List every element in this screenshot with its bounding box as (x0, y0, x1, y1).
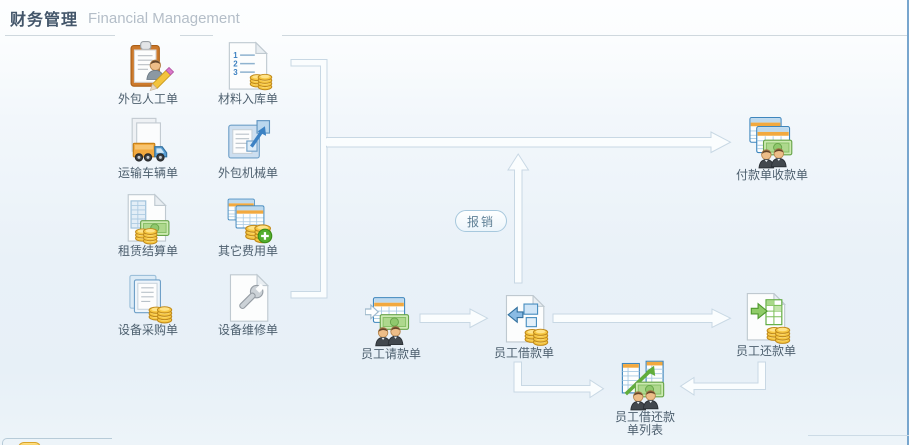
clipboard-person-pencil-icon (130, 41, 174, 92)
item-transport-vehicle-order[interactable]: 运输车辆单 (100, 115, 196, 180)
table-arrow-money-people-icon (365, 297, 410, 348)
document-wrench-icon (229, 274, 269, 322)
arrow-loan-to-repay (552, 308, 732, 329)
bottom-right-separator (808, 435, 909, 436)
item-employee-loan-order[interactable]: 员工借款单 (476, 295, 572, 360)
header-separator (282, 35, 909, 36)
item-label: 员工借款单 (493, 346, 554, 360)
page-title-cn: 财务管理 (10, 12, 79, 29)
svg-text:3: 3 (233, 68, 238, 77)
item-label: 材料入库单 (217, 92, 278, 106)
arrow-request-to-loan (419, 308, 489, 329)
item-employee-loan-repayment-list[interactable]: 员工借还款单列表 (597, 359, 693, 437)
item-payment-receipt-order[interactable]: 付款单收款单 (724, 117, 820, 182)
item-label: 员工请款单 (360, 347, 421, 361)
item-outsourced-labor-order[interactable]: 外包人工单 (100, 41, 196, 106)
tables-green-arrow-money-people-icon (621, 360, 665, 411)
document-blue-arrow-coins-icon (505, 295, 550, 347)
item-outsourced-machinery-order[interactable]: 外包机械单 (200, 115, 296, 180)
item-label-line2: 单列表 (626, 423, 663, 437)
documents-truck-icon (131, 117, 168, 162)
next-section-top-border (2, 438, 112, 445)
item-label: 员工借还款单列表 (597, 411, 693, 437)
tables-money-people-icon (749, 117, 793, 169)
item-label: 设备维修单 (217, 323, 278, 337)
reimburse-badge: 报销 (455, 210, 507, 232)
header-separator (5, 35, 115, 36)
item-label: 外包人工单 (117, 92, 178, 106)
item-employee-request-order[interactable]: 员工请款单 (343, 296, 439, 361)
right-border-line (907, 0, 909, 445)
item-label: 运输车辆单 (117, 166, 178, 180)
item-material-inbound-order[interactable]: 1 2 3 材料入库单 (200, 41, 296, 106)
item-equipment-purchase-order[interactable]: 设备采购单 (100, 272, 196, 337)
bracket-pipe (290, 59, 328, 299)
document-numbers-coins-icon: 1 2 3 (228, 42, 274, 93)
header-separator (180, 35, 213, 36)
tables-coins-plus-icon (227, 198, 273, 244)
item-other-expenses-order[interactable]: 其它费用单 (200, 193, 296, 258)
item-label: 其它费用单 (217, 244, 278, 258)
item-label: 付款单收款单 (735, 168, 808, 182)
page-header: 财务管理 Financial Management (10, 6, 240, 30)
arrow-reimburse-up (507, 153, 530, 284)
arrow-repay-to-list (679, 361, 766, 396)
document-money-coins-icon (127, 194, 170, 245)
svg-text:1: 1 (233, 51, 238, 60)
window-arrow-icon (228, 120, 271, 159)
arrow-loan-to-list (513, 361, 605, 399)
item-label-line1: 员工借还款 (614, 410, 675, 424)
document-green-arrow-coins-icon (746, 293, 792, 345)
page-title-en: Financial Management (88, 9, 240, 27)
item-lease-settlement-order[interactable]: 租赁结算单 (100, 193, 196, 258)
item-employee-repayment-order[interactable]: 员工还款单 (718, 293, 814, 358)
item-label: 员工还款单 (735, 344, 796, 358)
reimburse-badge-label: 报销 (466, 214, 495, 229)
item-equipment-repair-order[interactable]: 设备维修单 (200, 272, 296, 337)
item-label: 外包机械单 (217, 166, 278, 180)
svg-text:2: 2 (233, 59, 238, 68)
framed-document-coins-icon (129, 274, 174, 324)
item-label: 设备采购单 (117, 323, 178, 337)
item-label: 租赁结算单 (117, 244, 178, 258)
arrow-to-payment (326, 131, 732, 154)
